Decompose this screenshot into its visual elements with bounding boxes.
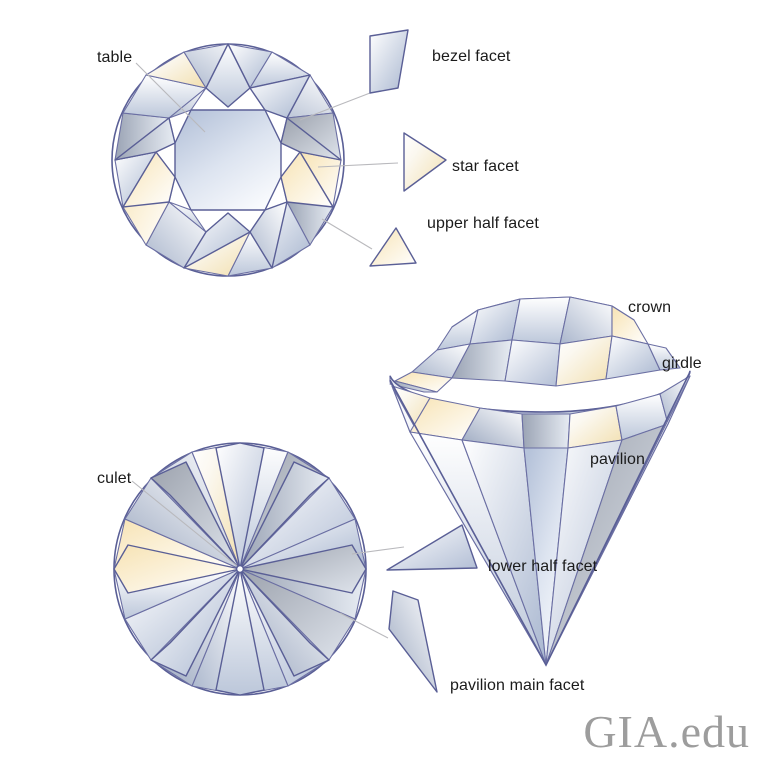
pavilion-view-diamond: [113, 442, 367, 696]
star-facet-leader-line: [317, 162, 399, 168]
gia-edu-logo: GIA.edu: [583, 706, 750, 757]
upper-half-facet-shape: [369, 227, 417, 267]
profile-pavilion-facets: [391, 375, 691, 666]
culet-leader-line: [131, 480, 238, 567]
culet-point: [235, 564, 245, 574]
pavilion-main-facets: [113, 442, 367, 696]
bezel-facet-shape: [369, 29, 409, 94]
table-facet: [174, 109, 282, 211]
lower-half-facet-leader-line: [351, 546, 405, 555]
profile-view-diamond: [389, 296, 691, 667]
label-upper-half-facet: upper half facet: [427, 215, 539, 232]
label-girdle: girdle: [662, 355, 702, 372]
label-pavilion-main-facet: pavilion main facet: [450, 677, 585, 694]
crown-bezel-facets: [114, 43, 342, 269]
lower-half-facet-shape: [386, 524, 478, 571]
label-crown: crown: [628, 299, 672, 316]
pavilion-outline: [389, 371, 691, 667]
label-bezel-facet: bezel facet: [432, 48, 511, 65]
profile-crown-facets: [389, 296, 681, 393]
crown-view-diamond: [111, 43, 345, 277]
bezel-facet-leader-line: [299, 92, 371, 121]
label-pavilion: pavilion: [590, 451, 646, 468]
label-star-facet: star facet: [452, 158, 519, 175]
label-table: table: [97, 49, 133, 66]
pavilion-main-facet-leader-line: [339, 612, 389, 639]
star-facet-shape: [403, 132, 447, 192]
table-leader-line: [135, 62, 206, 133]
label-culet: culet: [97, 470, 132, 487]
label-lower-half-facet: lower half facet: [488, 558, 598, 575]
pavilion-main-facet-shape: [388, 590, 438, 693]
upper-half-facet-leader-line: [321, 218, 373, 250]
